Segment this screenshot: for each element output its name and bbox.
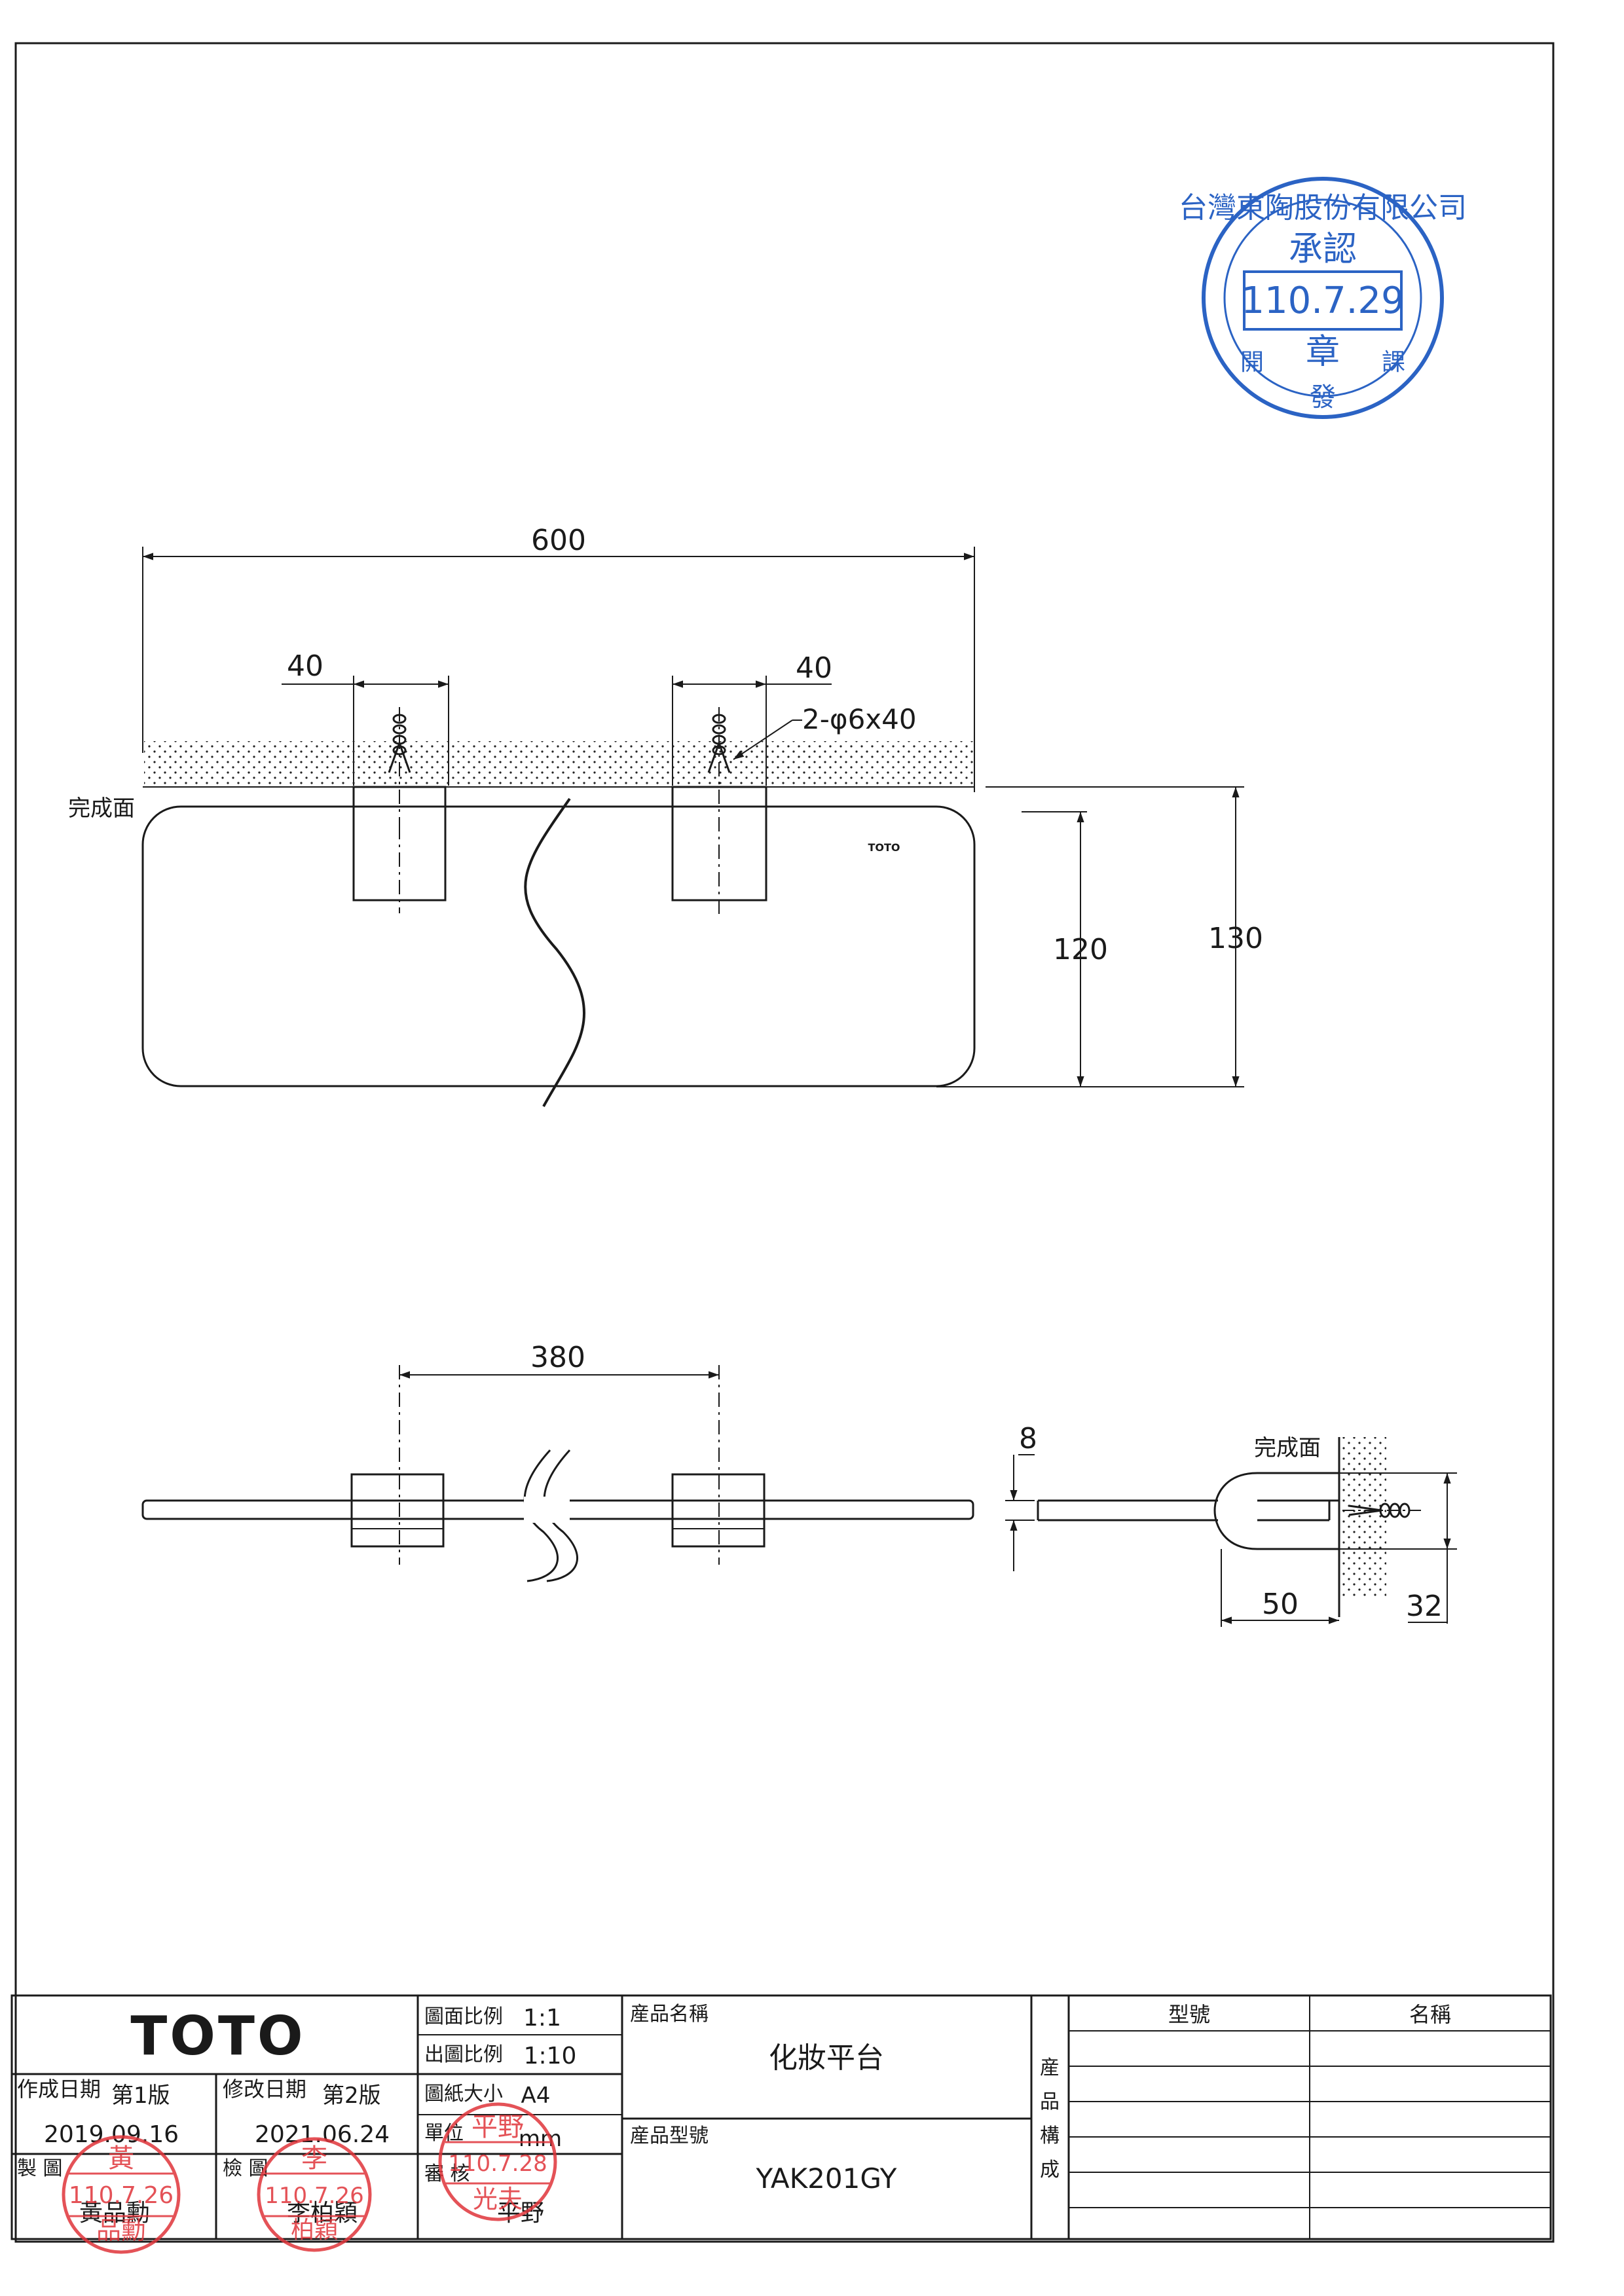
composition-label-3: 構 [1040,2124,1060,2147]
wall-band [144,741,974,787]
composition-label-2: 品 [1040,2090,1060,2113]
sheet-border [14,42,1555,2243]
finish-surface-label-side: 完成面 [1254,1435,1321,1461]
out-scale-label: 出圖比例 [424,2043,503,2066]
approval-stamp-center: 章 [1306,333,1340,372]
scale-label: 圖面比例 [424,2005,503,2028]
approval-stamp-date: 110.7.29 [1241,280,1404,322]
composition-label-4: 成 [1040,2159,1060,2181]
bracket-right-front [671,786,767,902]
seal-drawn: 黃 110.7.26 品勳 [62,2135,181,2254]
modified-date: 2021.06.24 [255,2121,390,2148]
dim-thickness-8: 8 [1019,1422,1037,1455]
bracket-side [1213,1472,1339,1550]
seal-drawn-bottom: 品勳 [96,2216,146,2245]
product-model: YAK201GY [756,2162,897,2195]
dim-bracket-height-32: 32 [1406,1590,1443,1623]
dim-height-120: 120 [1053,933,1108,966]
dim-depth-50: 50 [1262,1588,1299,1621]
approval-stamp-right: 課 [1382,349,1405,376]
seal-drawn-top: 黃 [108,2143,134,2174]
modified-label: 修改日期 [223,2077,306,2102]
bracket-right-top [671,1473,766,1548]
title-block: TOTO 作成日期 第1版 2019.09.16 修改日期 第2版 2021.0… [10,1994,1552,2240]
dim-bracket-right-40: 40 [796,651,832,685]
front-view: 600 40 40 2-φ6x40 [68,524,1263,1107]
approved-label: 審 核 [424,2162,470,2185]
created-label: 作成日期 [17,2077,101,2102]
shelf-brand-mark: TOTO [868,841,900,854]
product-name-label: 産品名稱 [630,2003,709,2026]
dim-spacing-380: 380 [530,1341,585,1374]
approval-stamp-company: 台灣東陶股份有限公司 [1179,191,1467,225]
seal-approved-date: 110.7.28 [448,2151,547,2177]
wall-band-side [1339,1437,1386,1597]
product-model-label: 産品型號 [630,2124,709,2147]
approval-stamp-left: 開 [1240,349,1264,376]
modified-version: 第2版 [322,2083,381,2109]
title-block-logo: TOTO [130,2005,305,2068]
composition-label-1: 産 [1040,2056,1060,2079]
seal-checked-date: 110.7.26 [265,2183,363,2209]
created-version: 第1版 [111,2083,170,2109]
approval-stamp-bottom: 發 [1310,382,1336,412]
finish-surface-label-front: 完成面 [68,795,135,822]
seal-checked-top: 李 [301,2143,327,2174]
bracket-left-top [350,1473,445,1548]
dim-width-600: 600 [531,524,586,557]
shelf-front-outline [141,805,976,1087]
dim-bracket-left-40: 40 [287,649,323,683]
scale-value: 1:1 [523,2005,561,2032]
seal-checked: 李 110.7.26 柏穎 [257,2137,372,2252]
approval-stamp: 台灣東陶股份有限公司 承認 110.7.29 章 發 開 課 [1179,177,1467,419]
model-column-header: 型號 [1168,2002,1210,2027]
unit-value: mm [519,2126,562,2152]
anchor-right [707,707,731,917]
paper-label: 圖紙大小 [424,2083,503,2105]
name-column-header: 名稱 [1409,2002,1451,2027]
seal-approved-bottom: 光夫 [473,2185,523,2214]
break-mark-front [524,797,585,1107]
created-date: 2019.09.16 [44,2121,179,2148]
break-mark-top-a [523,1449,559,1582]
approval-stamp-title: 承認 [1289,230,1357,269]
seal-approved: 平野 110.7.28 光夫 [438,2102,557,2221]
checked-name: 李柏穎 [287,2200,358,2227]
seal-checked-bottom: 柏穎 [291,2217,338,2244]
break-mark-top-b [543,1449,578,1582]
top-view: 380 [141,1341,974,1582]
drawn-name: 黃品勳 [79,2200,150,2227]
drawn-label: 製 圖 [17,2157,63,2180]
dim-anchor-spec: 2-φ6x40 [802,703,917,735]
out-scale-value: 1:10 [524,2043,577,2069]
paper-value: A4 [521,2083,551,2109]
product-name: 化妝平台 [769,2041,884,2075]
anchor-left [388,707,411,825]
seal-drawn-date: 110.7.26 [69,2182,174,2209]
seal-approved-top: 平野 [471,2112,524,2142]
side-view: 8 完成面 50 32 [1005,1422,1457,1627]
dim-height-130: 130 [1208,922,1263,955]
bracket-left-front [352,786,447,902]
